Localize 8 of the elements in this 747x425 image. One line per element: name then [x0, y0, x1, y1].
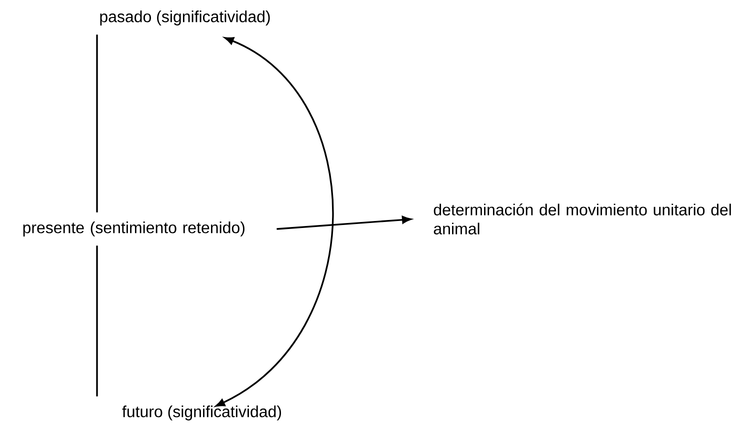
text-label: futuro (significatividad) [122, 406, 281, 420]
arrow [216, 37, 334, 407]
connector-line [96, 34, 98, 212]
text-label: presente (sentimiento retenido) [23, 222, 244, 236]
arrow [276, 216, 412, 230]
text-label: pasado (significatividad) [100, 10, 270, 26]
connector-line [96, 246, 98, 396]
text-label: determinación del movimiento unitario del animal [434, 204, 731, 234]
